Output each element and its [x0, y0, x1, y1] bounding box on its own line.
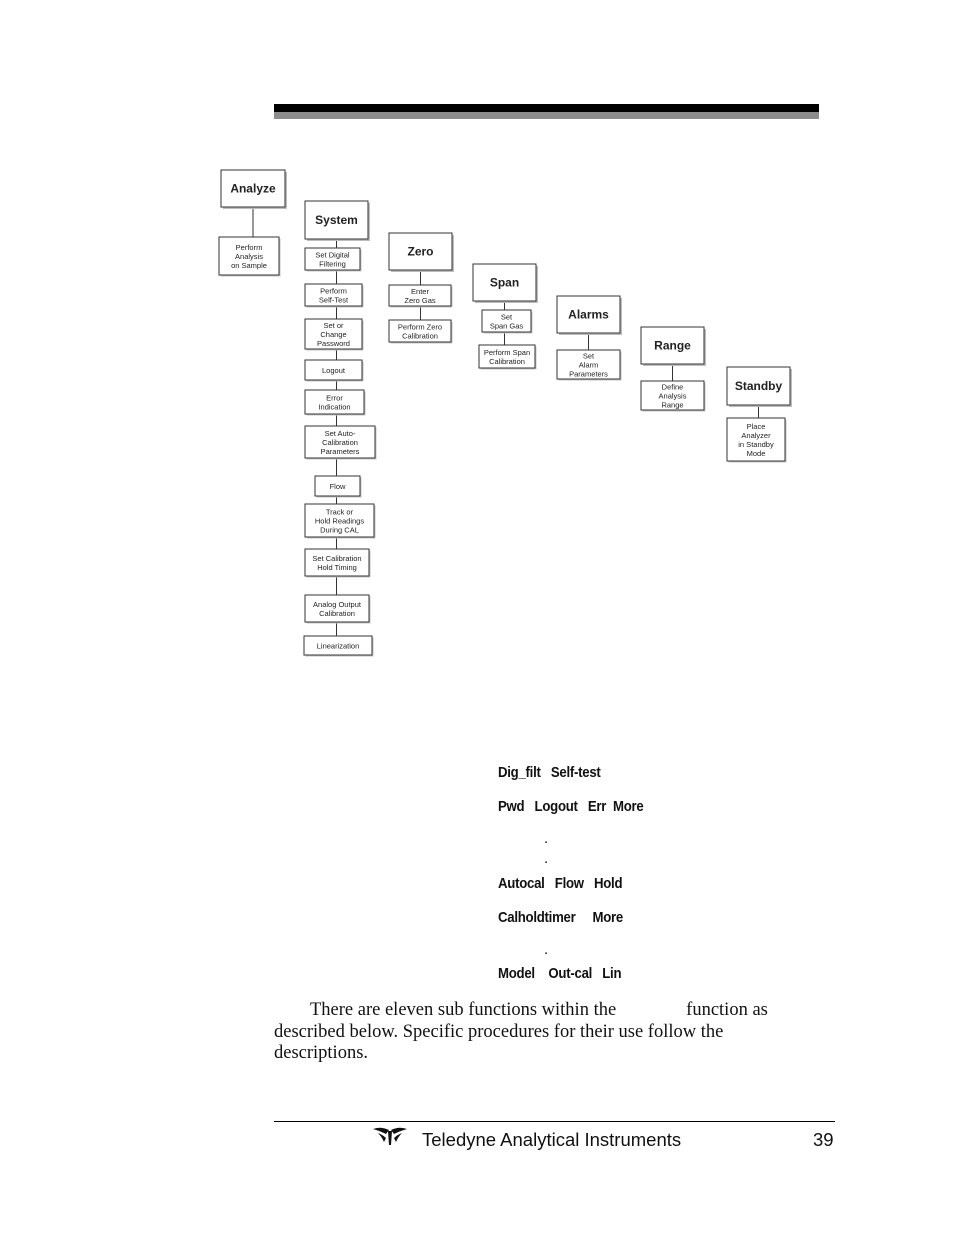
header-bar — [274, 104, 819, 112]
system-subfunction-label: Set Calibration — [312, 554, 361, 563]
system-subfunction-label: Set Digital — [315, 251, 350, 260]
range-subfunction-label: Define — [662, 383, 684, 392]
menu-dot-2: . — [544, 850, 549, 867]
function-title-alarms: Alarms — [568, 308, 609, 322]
system-subfunction-label: Hold Timing — [317, 563, 357, 572]
system-subfunction-label: Change — [320, 330, 346, 339]
menu-line-3: Autocal Flow Hold — [498, 875, 623, 892]
alarms-subfunction-label: Alarm — [579, 361, 599, 370]
system-subfunction-label: Hold Readings — [315, 517, 364, 526]
paragraph-part-2: function as described below. Specific pr… — [274, 1000, 768, 1063]
zero-subfunction-label: Zero Gas — [404, 296, 436, 305]
analyze-subfunction-label: Perform — [236, 243, 263, 252]
alarms-subfunction-label: Parameters — [569, 370, 608, 379]
function-title-span: Span — [490, 276, 519, 290]
menu-line-2: Pwd Logout Err More — [498, 798, 644, 815]
system-subfunction-label: Error — [326, 394, 343, 403]
function-box-range: Range — [640, 326, 706, 366]
zero-subfunction-label: Calibration — [402, 332, 438, 341]
span-subfunction-label: Calibration — [489, 357, 525, 366]
function-title-range: Range — [654, 339, 691, 353]
menu-line-4: Calholdtimer More — [498, 909, 624, 926]
system-subfunction-label: Filtering — [319, 260, 346, 269]
alarms-subfunction-label: Set — [583, 352, 595, 361]
system-subfunction-label: Calibration — [322, 438, 358, 447]
system-subfunction-label: Set or — [323, 321, 344, 330]
analyze-subfunction-label: Analysis — [235, 252, 263, 261]
range-subfunction-label: Range — [661, 401, 683, 410]
function-title-system: System — [315, 213, 358, 227]
span-subfunction-label: Perform Span — [484, 348, 530, 357]
system-subfunction-label: Logout — [322, 366, 346, 375]
system-subfunction-label: Password — [317, 339, 350, 348]
system-subfunction-label: During CAL — [320, 526, 359, 535]
system-subfunction-label: Set Auto- — [325, 429, 356, 438]
paragraph-part-1: There are eleven sub functions within th… — [310, 1000, 617, 1020]
function-box-standby: Standby — [726, 366, 792, 407]
standby-subfunction-label: Analyzer — [741, 431, 771, 440]
system-subfunction-box: Linearization — [303, 635, 374, 657]
function-title-analyze: Analyze — [230, 182, 276, 196]
system-subfunction-box: Flow — [314, 475, 362, 498]
body-paragraph: There are eleven sub functions within th… — [274, 1000, 794, 1065]
function-box-alarms: Alarms — [556, 295, 622, 335]
analyze-subfunction-label: on Sample — [231, 261, 267, 270]
menu-line-1: Dig_filt Self-test — [498, 764, 601, 781]
page-number: 39 — [813, 1129, 834, 1150]
system-subfunction-label: Linearization — [317, 642, 360, 651]
system-subfunction-label: Indication — [318, 403, 350, 412]
function-box-zero: Zero — [388, 232, 454, 272]
footer-rule — [274, 1121, 835, 1122]
standby-subfunction-label: Place — [747, 422, 766, 431]
function-box-span: Span — [472, 263, 538, 303]
system-subfunction-box: Logout — [304, 359, 364, 382]
function-title-standby: Standby — [735, 379, 783, 393]
system-subfunction-label: Analog Output — [313, 600, 362, 609]
zero-subfunction-label: Enter — [411, 287, 429, 296]
span-subfunction-label: Span Gas — [490, 322, 524, 331]
footer-company-name: Teledyne Analytical Instruments — [422, 1129, 682, 1150]
menu-dot-1: . — [544, 830, 549, 847]
system-subfunction-label: Flow — [330, 482, 346, 491]
system-subfunction-label: Perform — [320, 287, 347, 296]
range-subfunction-label: Analysis — [659, 392, 687, 401]
menu-dot-3: . — [544, 941, 549, 958]
standby-subfunction-label: Mode — [747, 449, 766, 458]
header-bar-shadow — [274, 112, 819, 119]
system-subfunction-label: Parameters — [321, 447, 360, 456]
teledyne-logo-icon — [373, 1127, 407, 1145]
function-title-zero: Zero — [407, 245, 433, 259]
function-box-analyze: Analyze — [220, 169, 287, 209]
standby-subfunction-label: in Standby — [738, 440, 774, 449]
system-subfunction-label: Calibration — [319, 609, 355, 618]
span-subfunction-label: Set — [501, 313, 513, 322]
system-subfunction-label: Self-Test — [319, 296, 349, 305]
menu-line-5: Model Out-cal Lin — [498, 965, 622, 982]
function-box-system: System — [304, 200, 370, 241]
system-subfunction-label: Track or — [326, 508, 354, 517]
zero-subfunction-label: Perform Zero — [398, 323, 442, 332]
